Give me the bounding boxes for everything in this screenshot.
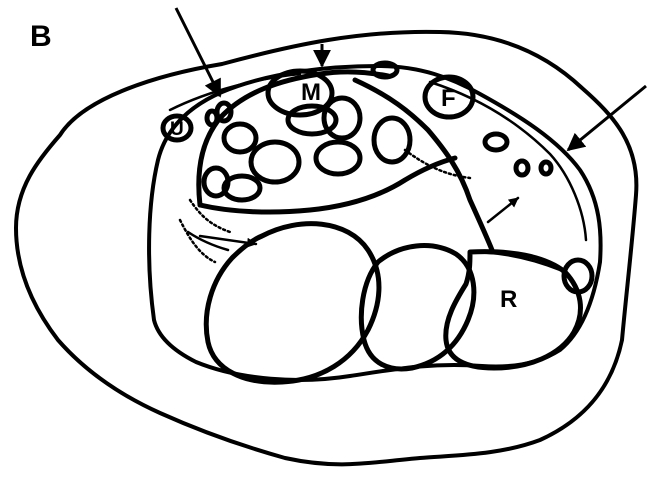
- tunnel-floor: [200, 158, 455, 212]
- pointer-arrow-upper-right: [568, 86, 646, 150]
- label-median-nerve: M: [301, 79, 321, 106]
- panel-label: B: [30, 20, 52, 53]
- small-radial-structures: [485, 134, 551, 175]
- ligament-line-left: [188, 232, 228, 250]
- measure-arrow-right: [488, 198, 518, 222]
- label-radius: R: [500, 286, 517, 313]
- pointer-arrow-upper-left: [176, 8, 220, 96]
- label-fcr: F: [441, 85, 456, 112]
- skin-outline: [16, 32, 636, 465]
- label-ulnar: U: [170, 119, 184, 140]
- carpal-bone-large: [206, 224, 379, 383]
